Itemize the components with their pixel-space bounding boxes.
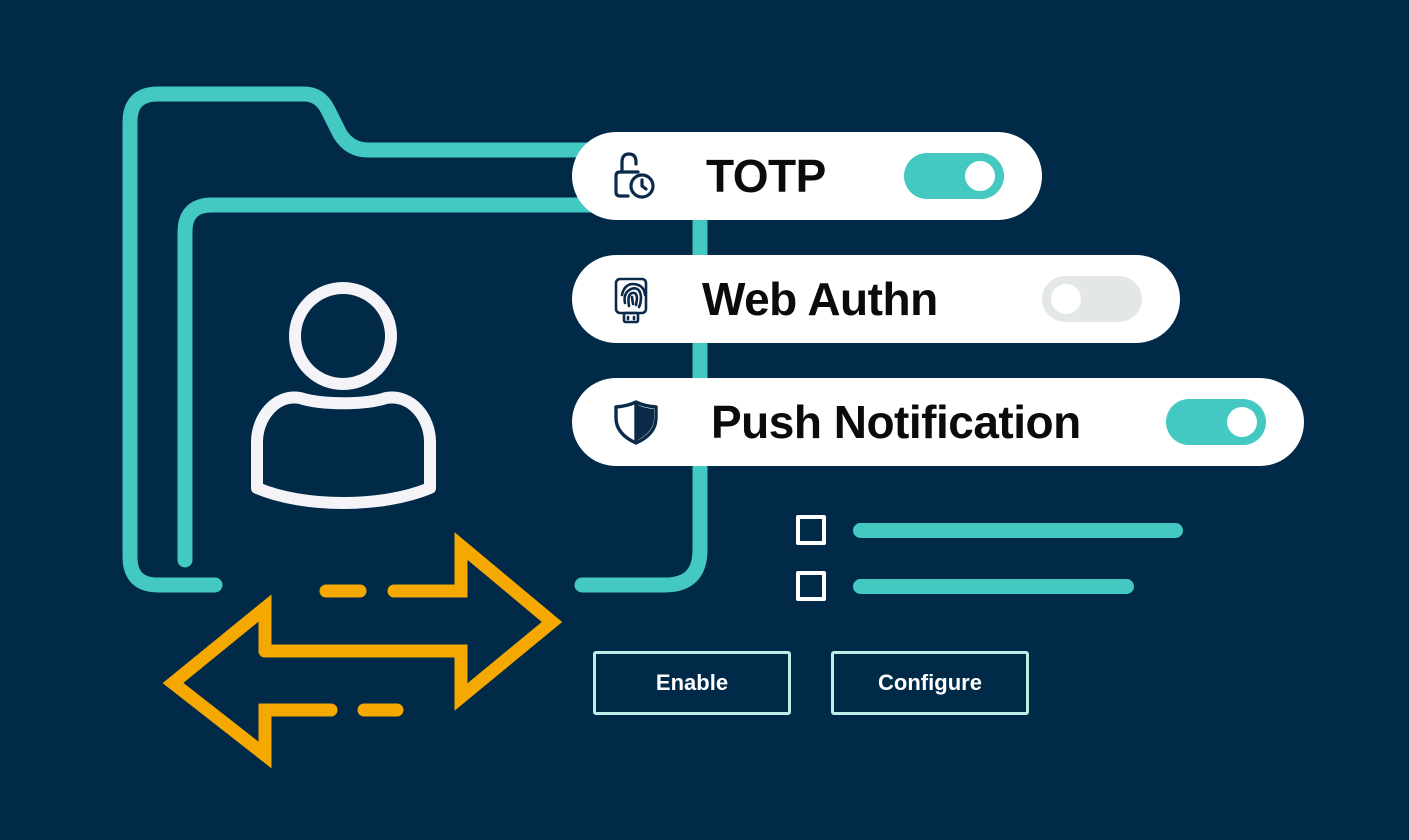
checkbox-2-placeholder-line — [853, 579, 1134, 594]
webauthn-toggle[interactable] — [1042, 276, 1142, 322]
swap-arrows-icon — [162, 532, 563, 769]
method-card-webauthn: Web Authn — [572, 255, 1180, 343]
checkbox-1-placeholder-line — [853, 523, 1183, 538]
push-toggle[interactable] — [1166, 399, 1266, 445]
fingerprint-key-icon — [614, 277, 648, 324]
folder-icon — [122, 86, 708, 593]
checkbox-1[interactable] — [796, 515, 826, 545]
method-label-webauthn: Web Authn — [702, 273, 938, 325]
toggle-knob — [1227, 407, 1257, 437]
lock-clock-icon — [614, 152, 655, 199]
totp-toggle[interactable] — [904, 153, 1004, 199]
checkbox-2[interactable] — [796, 571, 826, 601]
toggle-knob — [965, 161, 995, 191]
shield-icon — [614, 400, 658, 445]
toggle-knob — [1051, 284, 1081, 314]
enable-button[interactable]: Enable — [593, 651, 791, 715]
method-label-totp: TOTP — [706, 150, 826, 202]
method-label-push: Push Notification — [711, 396, 1081, 448]
user-avatar-icon — [251, 282, 436, 509]
method-card-push: Push Notification — [572, 378, 1304, 466]
configure-button[interactable]: Configure — [831, 651, 1029, 715]
method-card-totp: TOTP — [572, 132, 1042, 220]
